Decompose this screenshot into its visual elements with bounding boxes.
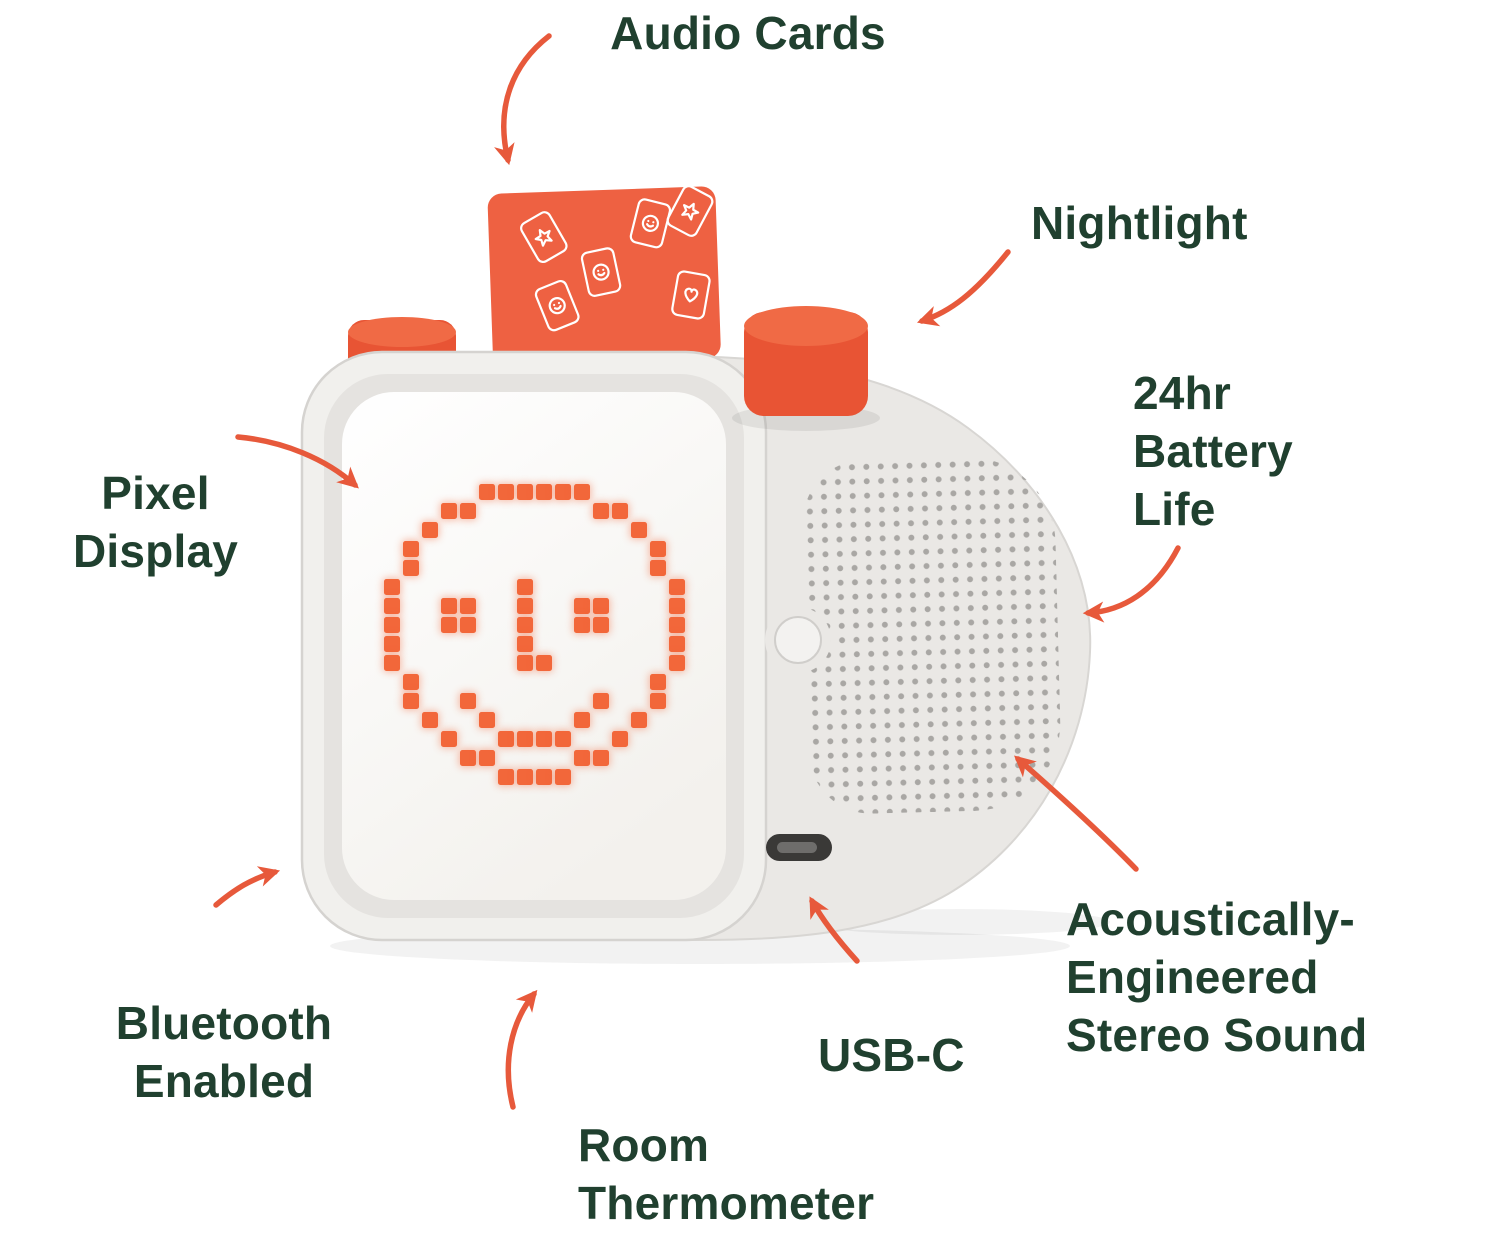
label-room-thermometer: Room Thermometer (578, 1116, 874, 1232)
device-shadow (330, 928, 1070, 964)
device-shadow-right (810, 909, 1110, 935)
usb-c-port (766, 834, 832, 861)
audio-card-inserted (487, 185, 721, 366)
label-battery-line1: 24hr (1133, 367, 1231, 419)
mini-card-smiley-icon (629, 198, 672, 249)
label-bluetooth-line2: Enabled (133, 1055, 315, 1107)
mini-card-smiley-icon (580, 247, 622, 297)
label-bluetooth: Bluetooth Enabled (88, 994, 360, 1110)
mini-card-smiley-icon (534, 279, 580, 332)
mini-card-star-icon (520, 211, 568, 264)
left-knob (348, 317, 456, 384)
label-acoustic-line2: Engineered (1066, 951, 1319, 1003)
label-usb-c: USB-C (818, 1029, 965, 1081)
pixel-display-grid (384, 484, 685, 785)
label-acoustic: Acoustically- Engineered Stereo Sound (1066, 890, 1367, 1064)
label-pixel-display-line1: Pixel (101, 467, 210, 519)
label-acoustic-line1: Acoustically- (1066, 893, 1355, 945)
side-button (774, 616, 822, 664)
arrow-room-thermometer (505, 989, 538, 1110)
arrow-bluetooth (213, 866, 281, 908)
arrow-audio-cards (494, 33, 552, 166)
mini-card-heart-icon (671, 270, 711, 320)
label-battery-line2: Battery (1133, 425, 1293, 477)
mini-card-star-icon (666, 185, 714, 237)
arrow-nightlight (916, 249, 1011, 327)
label-pixel-display-line2: Display (72, 525, 239, 577)
speaker-grille (801, 454, 1063, 816)
label-acoustic-line3: Stereo Sound (1066, 1009, 1368, 1061)
label-pixel-display: Pixel Display (48, 464, 263, 580)
nightlight-knob (732, 306, 880, 431)
arrow-usb-c (809, 896, 860, 964)
label-nightlight: Nightlight (1031, 197, 1248, 249)
label-room-thermometer-line1: Room (578, 1119, 710, 1171)
label-battery: 24hr Battery Life (1133, 364, 1293, 538)
label-room-thermometer-line2: Thermometer (578, 1177, 875, 1229)
label-battery-line3: Life (1133, 483, 1216, 535)
label-bluetooth-line1: Bluetooth (115, 997, 333, 1049)
label-audio-cards: Audio Cards (610, 7, 886, 59)
arrow-battery (1082, 545, 1181, 623)
usb-c-slot (777, 842, 817, 853)
